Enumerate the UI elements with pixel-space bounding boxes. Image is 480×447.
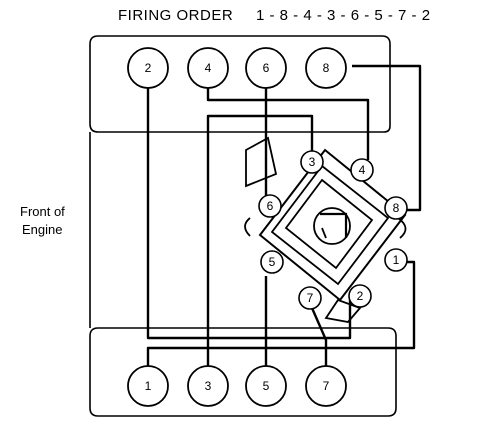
- terminal-5-label: 5: [269, 255, 276, 269]
- terminal-5: 5: [260, 250, 284, 274]
- cylinder-7: 7: [305, 365, 347, 407]
- terminal-4: 4: [350, 158, 374, 182]
- engine-block: [89, 35, 397, 417]
- cylinder-5-label: 5: [263, 379, 270, 393]
- cylinder-1: 1: [127, 365, 169, 407]
- cylinder-5: 5: [245, 365, 287, 407]
- cylinder-2: 2: [127, 47, 169, 89]
- cylinder-8: 8: [305, 47, 347, 89]
- terminal-4-label: 4: [359, 163, 366, 177]
- terminal-2: 2: [348, 284, 372, 308]
- terminal-3: 3: [300, 150, 324, 174]
- cylinder-6-label: 6: [263, 61, 270, 75]
- terminal-8: 8: [384, 196, 408, 220]
- cylinder-7-label: 7: [323, 379, 330, 393]
- terminal-3-label: 3: [309, 155, 316, 169]
- cylinder-3: 3: [187, 365, 229, 407]
- cylinder-4: 4: [187, 47, 229, 89]
- terminal-7-label: 7: [307, 291, 314, 305]
- cylinder-3-label: 3: [205, 379, 212, 393]
- cylinder-4-label: 4: [205, 61, 212, 75]
- terminal-8-label: 8: [393, 201, 400, 215]
- terminal-2-label: 2: [357, 289, 364, 303]
- terminal-6-label: 6: [267, 199, 274, 213]
- cylinder-8-label: 8: [323, 61, 330, 75]
- terminal-6: 6: [258, 194, 282, 218]
- cylinder-6: 6: [245, 47, 287, 89]
- firing-order-sequence: 1 - 8 - 4 - 3 - 6 - 5 - 7 - 2: [256, 7, 431, 24]
- terminal-7: 7: [298, 286, 322, 310]
- cylinder-1-label: 1: [145, 379, 152, 393]
- cylinder-2-label: 2: [145, 61, 152, 75]
- front-of-engine-label: Front of: [20, 204, 65, 219]
- firing-order-label: FIRING ORDER: [118, 7, 233, 24]
- distributor: [244, 136, 407, 323]
- terminal-1: 1: [384, 248, 408, 272]
- terminal-1-label: 1: [393, 253, 400, 267]
- front-of-engine-label-2: Engine: [22, 222, 62, 237]
